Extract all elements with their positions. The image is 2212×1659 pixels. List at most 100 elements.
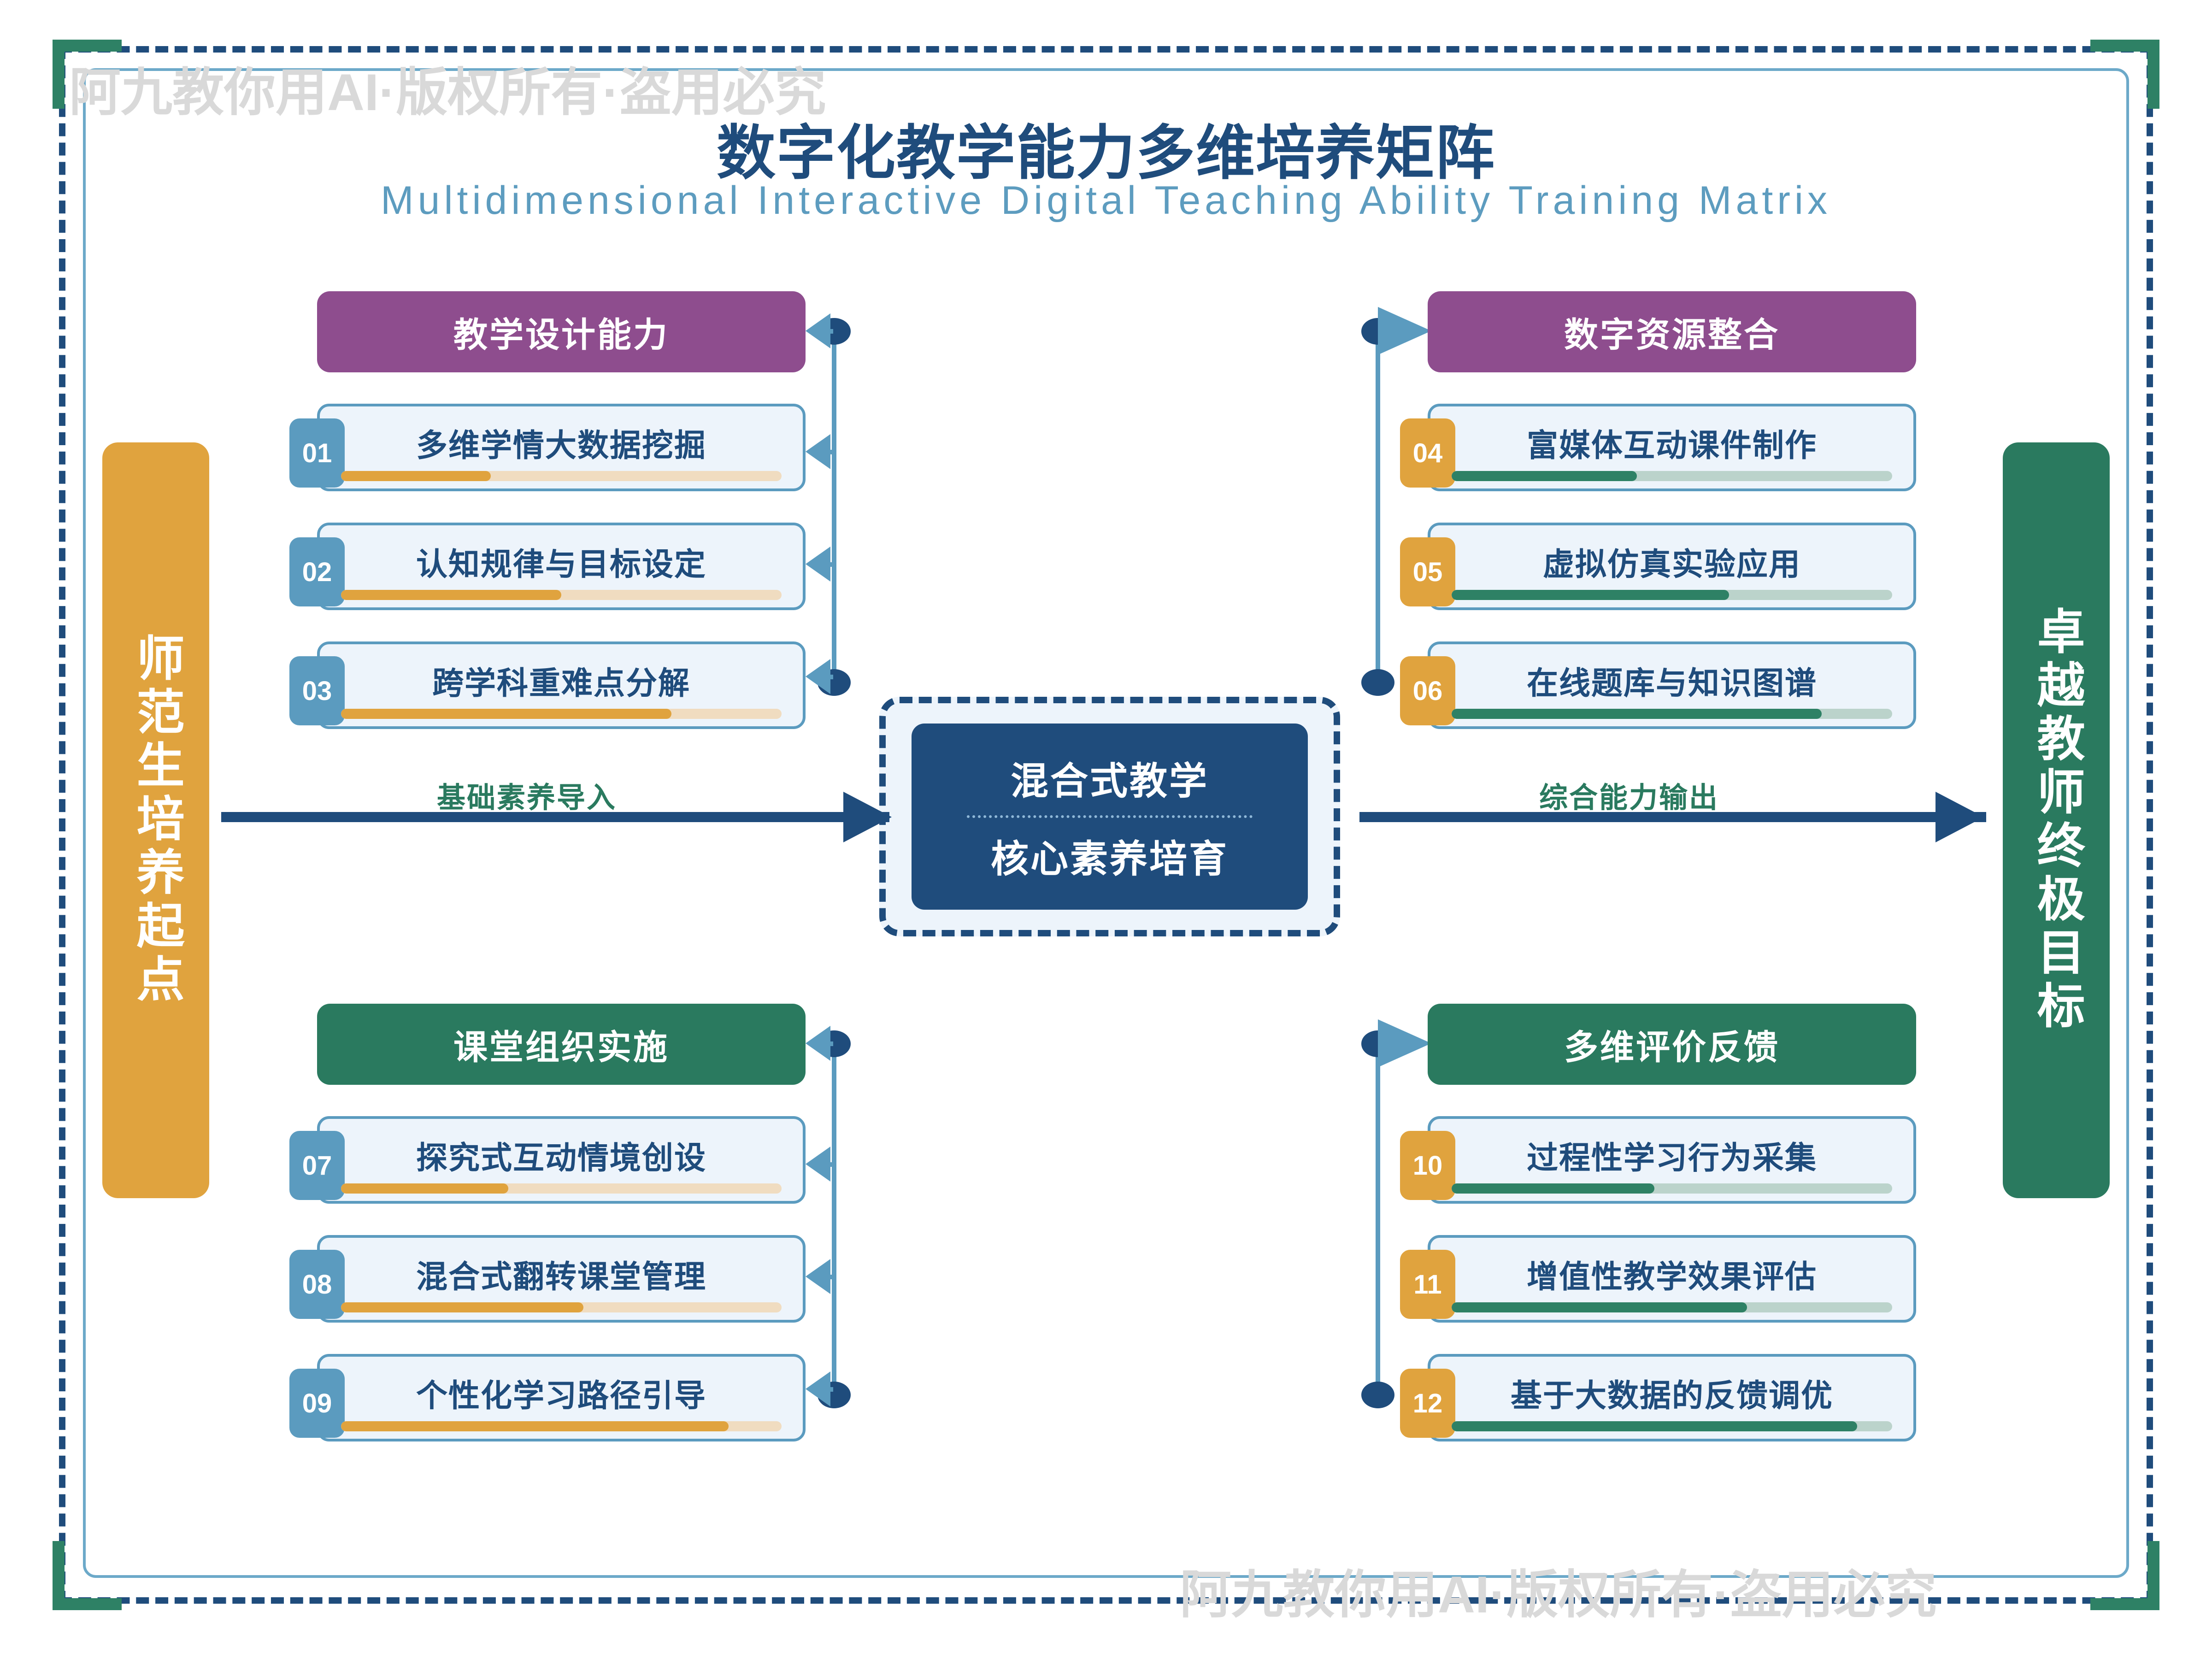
flow-arrow-right-shaft [1359,812,1986,822]
corner-accent-top-left [53,40,122,109]
progress-fill [341,1421,729,1431]
pillar-start-label: 师范生培养起点 [129,633,183,1007]
group-header[interactable]: 多维评价反馈 [1428,1004,1916,1085]
progress-track [1452,1183,1892,1194]
progress-track [1452,1302,1892,1312]
center-hub: 混合式教学 核心素养培育 [912,724,1308,910]
item-number-badge: 10 [1400,1131,1455,1200]
progress-track [341,709,782,719]
list-item[interactable]: 07 探究式互动情境创设 [289,1116,806,1204]
list-item[interactable]: 08 混合式翻转课堂管理 [289,1235,806,1323]
list-item[interactable]: 12 基于大数据的反馈调优 [1400,1354,1916,1441]
progress-track [1452,709,1892,719]
connector-arrow-icon [1378,307,1431,355]
progress-fill [341,590,561,600]
page-subtitle: Multidimensional Interactive Digital Tea… [380,178,1831,223]
flow-label-right: 综合能力输出 [1539,782,1719,814]
spine-left-bottom [832,1041,836,1405]
connector-arrow-icon [1378,1019,1431,1067]
flow-label-left: 基础素养导入 [437,782,617,814]
progress-fill [1452,1183,1654,1194]
inner-rounded-frame [83,68,2129,1578]
spine-dot [1361,669,1394,696]
progress-track [341,471,782,481]
spine-left-top [832,328,836,692]
flow-arrow-left-shaft [221,812,889,822]
list-item[interactable]: 03 跨学科重难点分解 [289,641,806,729]
list-item[interactable]: 10 过程性学习行为采集 [1400,1116,1916,1204]
item-label: 基于大数据的反馈调优 [1510,1378,1833,1413]
list-item[interactable]: 04 富媒体互动课件制作 [1400,404,1916,491]
group-header[interactable]: 教学设计能力 [317,291,806,372]
item-number-badge: 02 [289,537,345,606]
page-title: 数字化教学能力多维培养矩阵 [716,120,1495,186]
item-label: 认知规律与目标设定 [416,547,706,582]
pillar-goal-label: 卓越教师终极目标 [2030,606,2083,1034]
item-label: 过程性学习行为采集 [1526,1140,1817,1176]
list-item[interactable]: 05 虚拟仿真实验应用 [1400,523,1916,610]
center-hub-line1: 混合式教学 [1010,760,1209,802]
item-label: 在线题库与知识图谱 [1526,665,1817,701]
list-item[interactable]: 01 多维学情大数据挖掘 [289,404,806,491]
item-label: 多维学情大数据挖掘 [416,428,706,463]
list-item[interactable]: 02 认知规律与目标设定 [289,523,806,610]
progress-fill [341,1302,583,1312]
progress-fill [1452,590,1730,600]
group-teaching-design: 教学设计能力 01 多维学情大数据挖掘 02 认知规律与目标设定 03 跨学科重… [289,291,806,729]
pillar-goal: 卓越教师终极目标 [2003,442,2110,1198]
connector-line [811,1041,833,1046]
group-evaluation-feedback: 多维评价反馈 10 过程性学习行为采集 11 增值性教学效果评估 12 基于大数… [1400,1004,1916,1441]
corner-accent-bottom-right [2090,1541,2159,1610]
progress-track [1452,1421,1892,1431]
progress-fill [341,1183,509,1194]
list-item[interactable]: 06 在线题库与知识图谱 [1400,641,1916,729]
item-number-badge: 03 [289,656,345,725]
item-number-badge: 12 [1400,1369,1455,1438]
center-hub-line2: 核心素养培育 [990,838,1229,880]
item-label: 虚拟仿真实验应用 [1542,547,1801,582]
item-number-badge: 11 [1400,1250,1455,1319]
spine-right-top [1376,328,1380,692]
item-number-badge: 09 [289,1369,345,1438]
group-header[interactable]: 数字资源整合 [1428,291,1916,372]
pillar-start: 师范生培养起点 [102,442,209,1198]
list-item[interactable]: 09 个性化学习路径引导 [289,1354,806,1441]
connector-line [811,329,833,334]
progress-fill [1452,1421,1857,1431]
progress-fill [1452,709,1822,719]
item-number-badge: 01 [289,418,345,488]
list-item[interactable]: 11 增值性教学效果评估 [1400,1235,1916,1323]
flow-arrow-left-head-icon [843,792,892,842]
progress-fill [1452,1302,1747,1312]
item-number-badge: 06 [1400,656,1455,725]
connector-line [811,450,833,454]
progress-track [1452,590,1892,600]
connector-line [811,1275,833,1279]
item-number-badge: 05 [1400,537,1455,606]
progress-fill [341,709,671,719]
connector-line [811,1387,833,1392]
center-hub-divider [967,815,1253,818]
spine-dot [1361,1382,1394,1408]
item-label: 增值性教学效果评估 [1526,1259,1817,1294]
item-label: 探究式互动情境创设 [416,1140,706,1176]
connector-line [811,1162,833,1167]
item-number-badge: 08 [289,1250,345,1319]
progress-fill [1452,471,1637,481]
corner-accent-bottom-left [53,1541,122,1610]
progress-track [341,1421,782,1431]
group-classroom-organization: 课堂组织实施 07 探究式互动情境创设 08 混合式翻转课堂管理 09 个性化学… [289,1004,806,1441]
progress-track [341,1302,782,1312]
item-label: 跨学科重难点分解 [432,665,690,701]
outer-dashed-frame [59,46,2153,1604]
group-header[interactable]: 课堂组织实施 [317,1004,806,1085]
connector-line [811,562,833,567]
progress-track [341,590,782,600]
item-number-badge: 07 [289,1131,345,1200]
corner-accent-top-right [2090,40,2159,109]
item-label: 混合式翻转课堂管理 [416,1259,706,1294]
progress-track [1452,471,1892,481]
connector-line [811,675,833,679]
progress-fill [341,471,491,481]
